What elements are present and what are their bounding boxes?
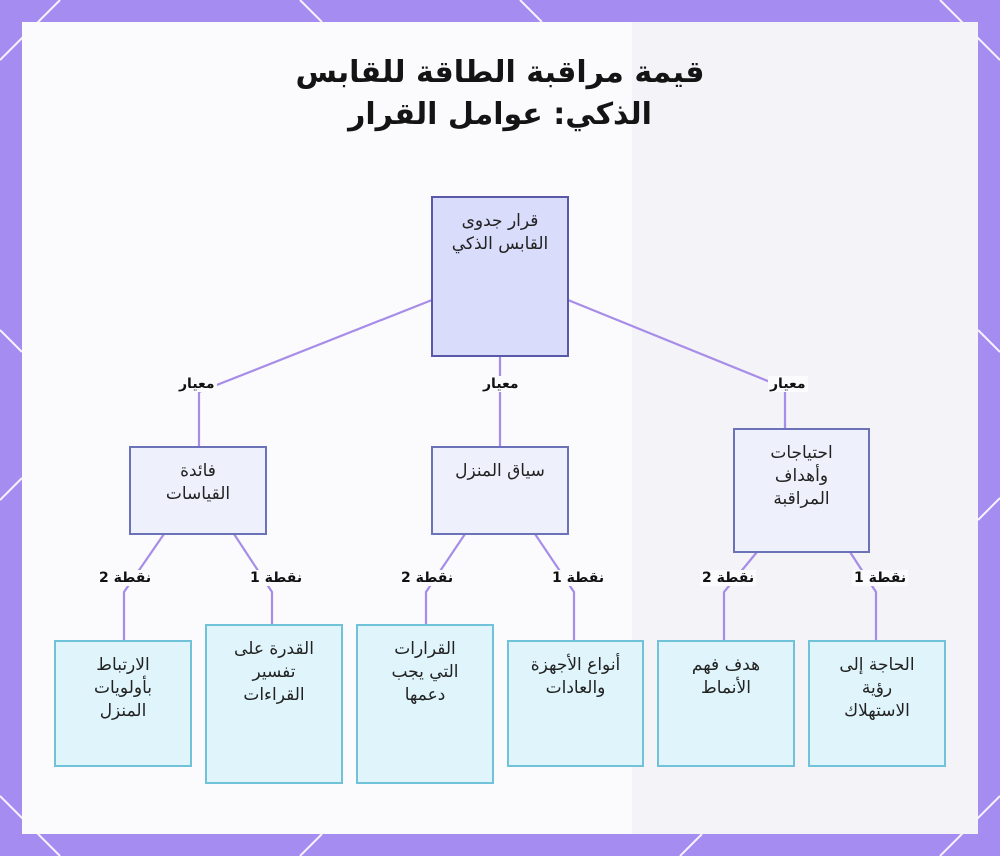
link-root-crit-2	[197, 298, 433, 446]
edge-label-criterion-0: معيار	[768, 376, 808, 392]
criterion-node-measurement-benefit: فائدة القياسات	[129, 446, 267, 535]
leaf-node-reading-interpretation: القدرة على تفسير القراءات	[205, 624, 343, 784]
criterion-label: فائدة القياسات	[165, 461, 231, 504]
edge-label-criterion-2: معيار	[177, 376, 217, 392]
leaf-label: الحاجة إلى رؤية الاستهلاك	[839, 655, 915, 721]
leaf-label: هدف فهم الأنماط	[691, 655, 761, 698]
leaf-label: الارتباط بأولويات المنزل	[94, 655, 152, 721]
diagram-title: قيمة مراقبة الطاقة للقابس الذكي: عوامل ا…	[0, 52, 1000, 136]
leaf-node-pattern-goal: هدف فهم الأنماط	[657, 640, 795, 767]
edge-label-leaf: نقطة 2	[97, 570, 154, 586]
link-crit1-leaf0	[534, 533, 576, 640]
edge-label-leaf: نقطة 1	[248, 570, 305, 586]
link-crit0-leaf1	[722, 551, 758, 640]
link-root-crit-0	[567, 298, 787, 428]
edge-label-leaf: نقطة 1	[852, 570, 909, 586]
title-line-2: الذكي: عوامل القرار	[348, 97, 652, 132]
leaf-node-consumption-visibility: الحاجة إلى رؤية الاستهلاك	[808, 640, 946, 767]
root-node: قرار جدوى القابس الذكي	[431, 196, 569, 357]
edge-label-criterion-1: معيار	[481, 376, 521, 392]
criterion-node-home-context: سياق المنزل	[431, 446, 569, 535]
leaf-node-devices-habits: أنواع الأجهزة والعادات	[507, 640, 644, 767]
criterion-label: سياق المنزل	[455, 461, 545, 481]
title-line-1: قيمة مراقبة الطاقة للقابس	[295, 55, 705, 90]
leaf-label: القدرة على تفسير القراءات	[234, 639, 314, 705]
leaf-label: أنواع الأجهزة والعادات	[530, 655, 621, 698]
link-crit2-leaf1	[122, 533, 165, 640]
edge-label-leaf: نقطة 2	[399, 570, 456, 586]
root-node-label: قرار جدوى القابس الذكي	[451, 211, 549, 254]
criterion-label: احتياجات وأهداف المراقبة	[770, 443, 833, 509]
leaf-node-decisions-support: القرارات التي يجب دعمها	[356, 624, 494, 784]
link-crit2-leaf0	[233, 533, 274, 624]
leaf-label: القرارات التي يجب دعمها	[391, 639, 459, 705]
link-crit1-leaf1	[424, 533, 466, 624]
link-crit0-leaf0	[849, 551, 878, 640]
edge-label-leaf: نقطة 2	[700, 570, 757, 586]
edge-label-leaf: نقطة 1	[550, 570, 607, 586]
criterion-node-needs: احتياجات وأهداف المراقبة	[733, 428, 870, 553]
leaf-node-home-priorities: الارتباط بأولويات المنزل	[54, 640, 192, 767]
